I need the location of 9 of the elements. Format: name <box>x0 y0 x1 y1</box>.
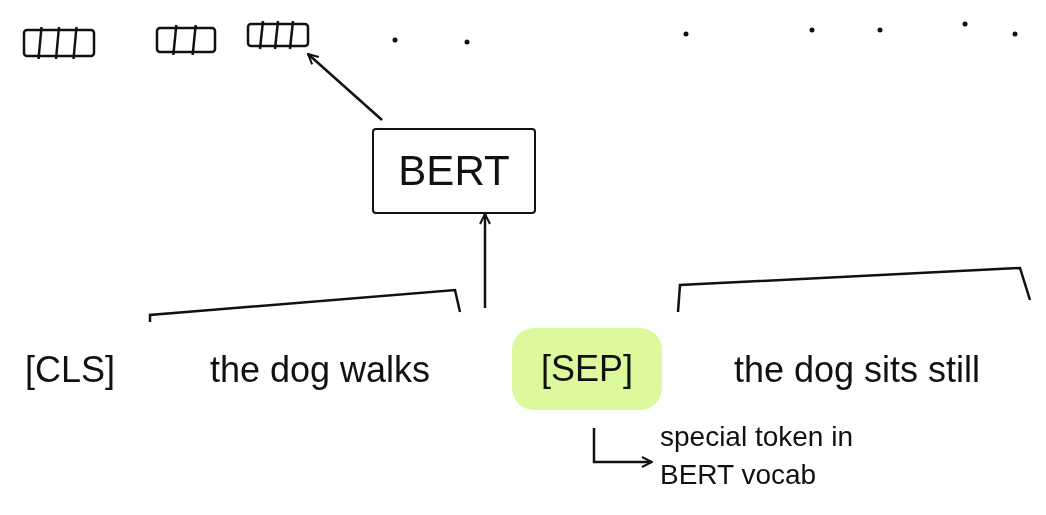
arrow <box>307 53 383 121</box>
token-text: the dog walks <box>140 335 500 405</box>
arrow <box>479 213 491 308</box>
arrow <box>592 428 653 468</box>
token-text: [CLS] <box>12 335 128 405</box>
model-box: BERT <box>372 128 536 214</box>
token-text: the dog sits still <box>672 335 1042 405</box>
highlighted-token: [SEP] <box>512 328 662 410</box>
annotation-note: special token in BERT vocab <box>660 418 930 513</box>
